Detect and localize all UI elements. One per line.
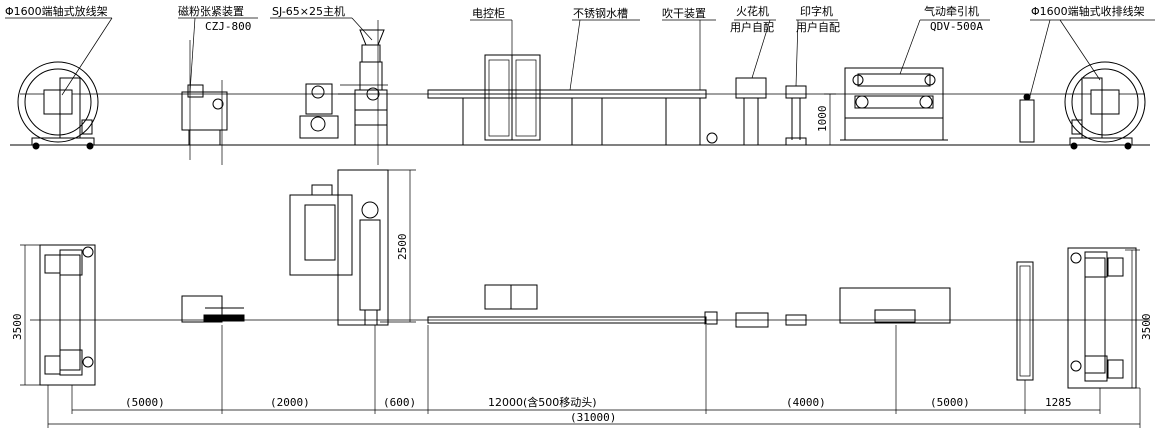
printer-label: 印字机 bbox=[800, 4, 833, 18]
payoff-stand-plan bbox=[39, 244, 96, 386]
takeup-stand-elevation bbox=[1064, 61, 1146, 150]
tensioner-plan bbox=[181, 295, 245, 323]
seg-12000-label: 12000(含500移动头) bbox=[488, 395, 597, 409]
control-cabinet-plan bbox=[484, 284, 538, 310]
seg-5000-a-label: (5000) bbox=[125, 396, 165, 409]
tensioner-label: 磁粉张紧装置 bbox=[178, 5, 244, 18]
haul-off-plan bbox=[839, 287, 951, 324]
spark-tester-elevation bbox=[735, 77, 767, 145]
payoff-label: Φ1600端轴式放线架 bbox=[5, 4, 108, 18]
spark-tester-note: 用户自配 bbox=[730, 20, 774, 34]
tensioner-model-label: CZJ-800 bbox=[205, 20, 251, 33]
takeup-accumulator-plan bbox=[1016, 261, 1034, 381]
seg-4000-label: (4000) bbox=[786, 396, 826, 409]
spark-tester-label: 火花机 bbox=[736, 4, 769, 18]
width-3500-right-label: 3500 bbox=[1140, 314, 1153, 341]
water-tank-plan bbox=[427, 311, 718, 325]
extruder-elevation bbox=[299, 20, 388, 165]
extruder-label: SJ-65×25主机 bbox=[272, 4, 345, 18]
control-cabinet-label: 电控柜 bbox=[472, 6, 505, 20]
spark-tester-plan bbox=[735, 312, 769, 328]
water-tank-label: 不锈钢水槽 bbox=[573, 7, 628, 20]
takeup-accumulator-elevation bbox=[1019, 93, 1035, 143]
seg-2000-label: (2000) bbox=[270, 396, 310, 409]
takeup-stand-plan bbox=[1067, 247, 1137, 389]
dryer-label: 吹干装置 bbox=[662, 7, 706, 20]
width-3500-right-dimension: 3500 bbox=[1125, 249, 1153, 389]
width-3500-left-dimension: 3500 bbox=[11, 244, 40, 386]
height-2500-label: 2500 bbox=[396, 234, 409, 261]
height-1000-dimension: 1000 bbox=[816, 93, 836, 146]
height-1000-label: 1000 bbox=[816, 106, 829, 133]
haul-off-elevation bbox=[840, 67, 948, 141]
water-tank-elevation bbox=[427, 89, 707, 145]
payoff-stand-elevation bbox=[17, 61, 99, 150]
printer-note: 用户自配 bbox=[796, 20, 840, 34]
printer-plan bbox=[785, 314, 807, 326]
haul-off-model-label: QDV-500A bbox=[930, 20, 983, 33]
extruder-plan bbox=[289, 169, 389, 326]
seg-600-label: (600) bbox=[383, 396, 416, 409]
seg-1285-label: 1285 bbox=[1045, 396, 1072, 409]
seg-5000-b-label: (5000) bbox=[930, 396, 970, 409]
printer-elevation bbox=[785, 85, 807, 146]
haul-off-label: 气动牵引机 bbox=[924, 4, 979, 18]
width-3500-left-label: 3500 bbox=[11, 314, 24, 341]
leader-lines bbox=[5, 17, 1155, 97]
dryer-elevation bbox=[699, 98, 718, 145]
takeup-label: Φ1600端轴式收排线架 bbox=[1031, 4, 1145, 18]
dimension-chain bbox=[47, 325, 1141, 428]
total-length-label: (31000) bbox=[570, 411, 616, 424]
height-2500-dimension: 2500 bbox=[380, 169, 416, 323]
tensioner-elevation bbox=[181, 40, 228, 165]
